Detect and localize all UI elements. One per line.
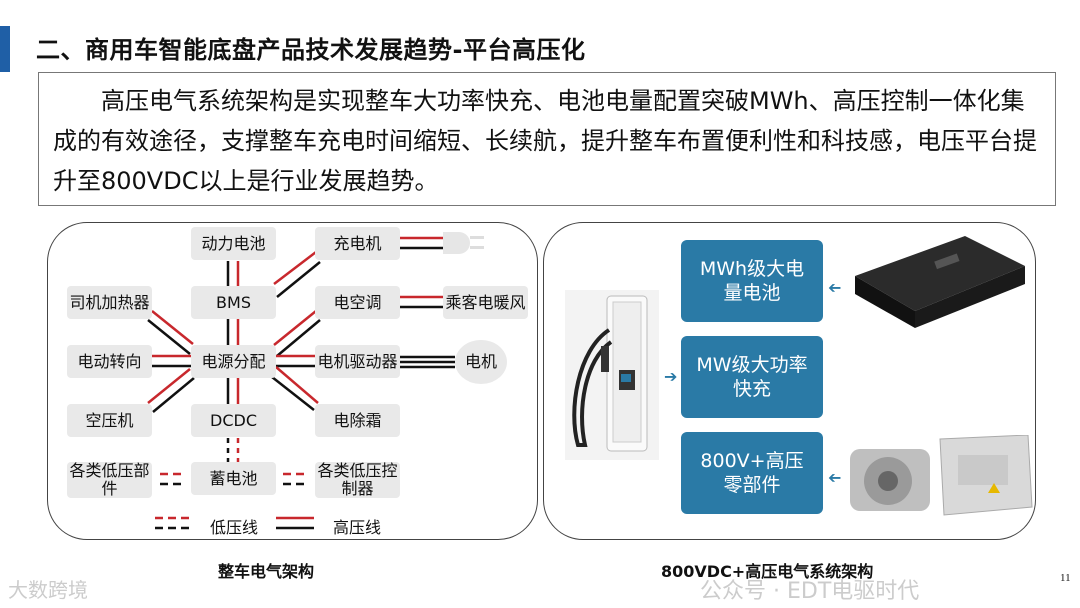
hv-system-panel [543,222,1036,540]
node-power-battery: 动力电池 [191,227,276,260]
node-motor-controller: 电机驱动器 [315,345,400,378]
node-dcdc: DCDC [191,404,276,437]
watermark-brand: 大数跨境 [8,578,88,602]
box-800v-components: 800V+高压零部件 [681,432,823,514]
watermark-wechat: 公众号 · EDT电驱时代 [700,579,920,604]
node-driver-heater: 司机加热器 [67,286,152,319]
node-motor: 电机 [455,340,507,384]
battery-pack-image [855,236,1025,328]
arrow-right-icon: ➔ [664,367,678,386]
node-power-distribution: 电源分配 [191,345,276,378]
charging-station-image [565,290,659,460]
node-12v-battery: 蓄电池 [191,462,276,495]
node-air-conditioner: 电空调 [315,286,400,319]
arrow-left-icon: ➔ [828,278,842,297]
box-mw-fast-charge: MW级大功率快充 [681,336,823,418]
left-caption: 整车电气架构 [218,562,315,581]
node-defroster: 电除霜 [315,404,400,437]
slide-title: 二、商用车智能底盘产品技术发展趋势-平台高压化 [36,36,586,64]
hv-components-image [850,435,1033,516]
node-bms: BMS [191,286,276,319]
node-lv-controllers: 各类低压控制器 [315,462,400,498]
title-accent-bar [0,26,10,72]
legend-high-voltage: 高压线 [333,518,382,537]
page-number: 11 [1060,572,1071,584]
arrow-left-icon: ➔ [828,468,842,487]
right-caption: 800VDC+高压电气系统架构 [661,562,874,581]
node-lv-components: 各类低压部件 [67,462,152,498]
box-mwh-battery: MWh级大电量电池 [681,240,823,322]
body-text: 高压电气系统架构是实现整车大功率快充、电池电量配置突破MWh、高压控制一体化集成… [38,72,1056,206]
node-electric-steering: 电动转向 [67,345,152,378]
node-air-compressor: 空压机 [67,404,152,437]
node-charger: 充电机 [315,227,400,260]
plug-icon [443,232,484,254]
legend-low-voltage: 低压线 [210,518,259,537]
node-passenger-heater: 乘客电暖风 [443,286,528,319]
vehicle-electrical-architecture-panel [47,222,538,540]
